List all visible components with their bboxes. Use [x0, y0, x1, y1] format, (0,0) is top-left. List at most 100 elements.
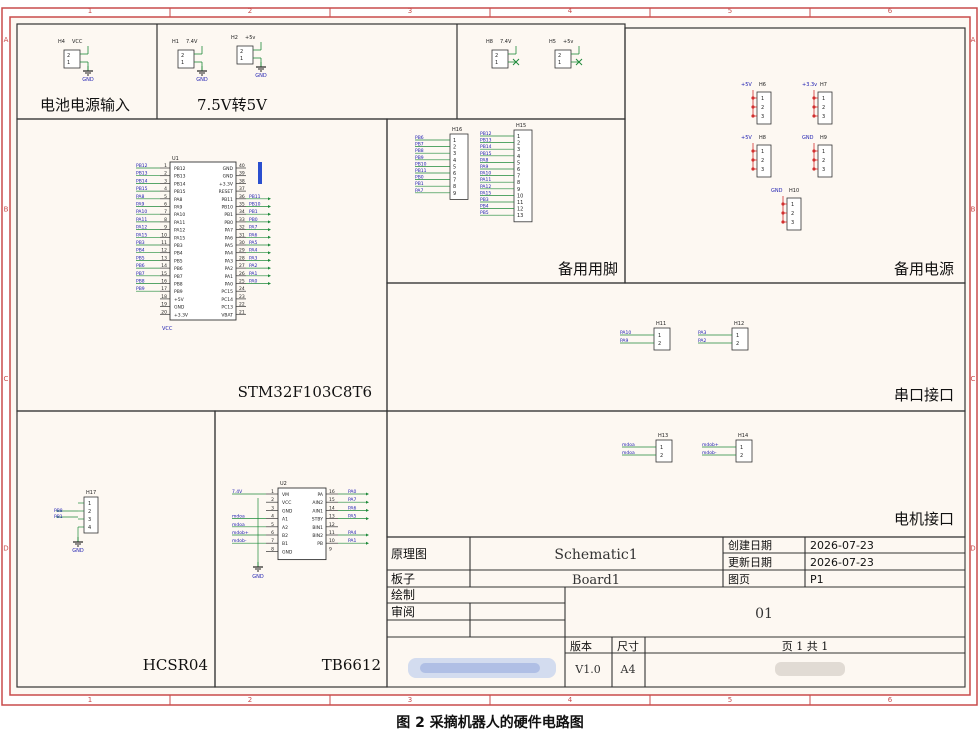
net-label: PB9 [136, 286, 145, 292]
connector-body [653, 327, 671, 351]
gnd-symbol [197, 66, 207, 76]
pin-number: 2 [822, 105, 825, 111]
section-title-motor: 电机接口 [894, 510, 954, 528]
pin-name: PA10 [174, 212, 185, 218]
connector-body [491, 49, 509, 69]
net-arrow [268, 274, 271, 278]
net-label: PB7 [136, 271, 145, 277]
col-marker: 4 [568, 696, 573, 704]
net-label: PB6 [415, 135, 424, 141]
col-marker: 3 [408, 696, 412, 704]
pin-name: BIN2 [312, 533, 323, 539]
connector-body [817, 91, 833, 125]
pin-name: STBY [312, 517, 323, 523]
driver-body [277, 487, 327, 561]
connector-ref: H12 [734, 321, 744, 327]
connector-body [655, 439, 673, 463]
connector-ref: H16 [452, 127, 462, 133]
connector-ref: H8 [759, 135, 766, 141]
pin-number: 9 [517, 187, 520, 193]
pin-name: PB1 [224, 212, 233, 218]
net-label: PA10 [136, 209, 147, 215]
pin-number: 1 [658, 333, 661, 339]
net-arrow [268, 258, 271, 262]
tb-page-id: P1 [810, 573, 824, 586]
net-label: PA11 [136, 217, 147, 223]
pin-number: 1 [558, 60, 561, 66]
col-marker: 1 [88, 7, 92, 15]
tb-label-schematic: 原理图 [391, 547, 427, 561]
pin-number: 6 [453, 171, 456, 177]
pin-number: 17 [161, 286, 167, 292]
pin-number: 18 [161, 294, 167, 300]
pin-number: 8 [517, 180, 520, 186]
mcu-u1: U11PB12PB122PB13PB133PB14PB144PB15PB155P… [136, 156, 271, 332]
pin-number: 35 [239, 202, 245, 208]
pin-name: AIN2 [312, 500, 323, 506]
pin-name: GND [282, 549, 293, 555]
pin-number: 13 [517, 213, 523, 219]
connector-ref: H17 [86, 490, 96, 496]
pin-name: PC15 [221, 289, 233, 295]
net-label: PA12 [480, 184, 491, 190]
net-label: mdoa [232, 522, 245, 528]
connector-net: VCC [72, 39, 83, 45]
net-arrow [268, 228, 271, 232]
power-net-label: +3.3v [802, 82, 817, 88]
pin-number: 9 [453, 191, 456, 197]
pin-number: 11 [517, 200, 523, 206]
pin-name: PA0 [225, 282, 234, 288]
pin-number: 12 [329, 522, 335, 528]
net-label: PA15 [480, 190, 491, 196]
gnd-symbol [83, 66, 93, 76]
row-marker: C [971, 375, 976, 383]
pin-name: PA9 [174, 205, 183, 211]
net-label: PB11 [249, 194, 261, 200]
pin-name: AIN1 [312, 508, 323, 514]
pin-number: 12 [517, 207, 523, 213]
net-label: mdoa [622, 450, 635, 456]
pin-name: GND [282, 508, 293, 514]
pin-number: 5 [517, 160, 520, 166]
pin-number: 1 [67, 60, 70, 66]
row-marker: D [970, 544, 975, 552]
net-label: PA6 [249, 232, 258, 238]
pin-number: 6 [164, 202, 167, 208]
net-label: mdob+ [232, 530, 249, 536]
gnd-label: GND [72, 548, 84, 554]
net-label: PB10 [415, 161, 427, 167]
net-label: PA1 [249, 271, 258, 277]
net-label: PA2 [249, 263, 258, 269]
connector-ref: H13 [658, 433, 668, 439]
row-marker: A [971, 36, 976, 44]
pin-number: 6 [271, 530, 274, 536]
tb-label-created: 创建日期 [728, 538, 772, 552]
net-label: PB1 [54, 514, 63, 520]
connector-ref: H14 [738, 433, 748, 439]
net-label: PB8 [415, 148, 424, 154]
net-label: PB0 [249, 217, 258, 223]
figure-caption: 图 2 采摘机器人的硬件电路图 [396, 715, 584, 731]
tb-label-drawn: 绘制 [391, 587, 415, 602]
pin-name: PA8 [174, 197, 183, 203]
pin-number: 15 [329, 497, 335, 503]
net-label: PA10 [480, 171, 491, 177]
connector-body [83, 496, 99, 534]
net-arrow [268, 220, 271, 224]
connector-net: +5v [563, 39, 573, 45]
pin-number: 11 [161, 240, 167, 246]
col-marker: 6 [888, 696, 893, 704]
vcc-label: VCC [162, 326, 173, 332]
title-block: 原理图 Schematic1 创建日期 2026-07-23 更新日期 2026… [386, 536, 966, 688]
net-label: PA5 [249, 240, 258, 246]
net-label: PB15 [480, 151, 492, 157]
pin-name: PB7 [174, 274, 183, 280]
tb-created-date: 2026-07-23 [810, 539, 874, 552]
tb-page-count: 页 1 共 1 [782, 640, 829, 653]
pin-name: A1 [282, 517, 288, 523]
pin-name: VM [282, 492, 289, 498]
